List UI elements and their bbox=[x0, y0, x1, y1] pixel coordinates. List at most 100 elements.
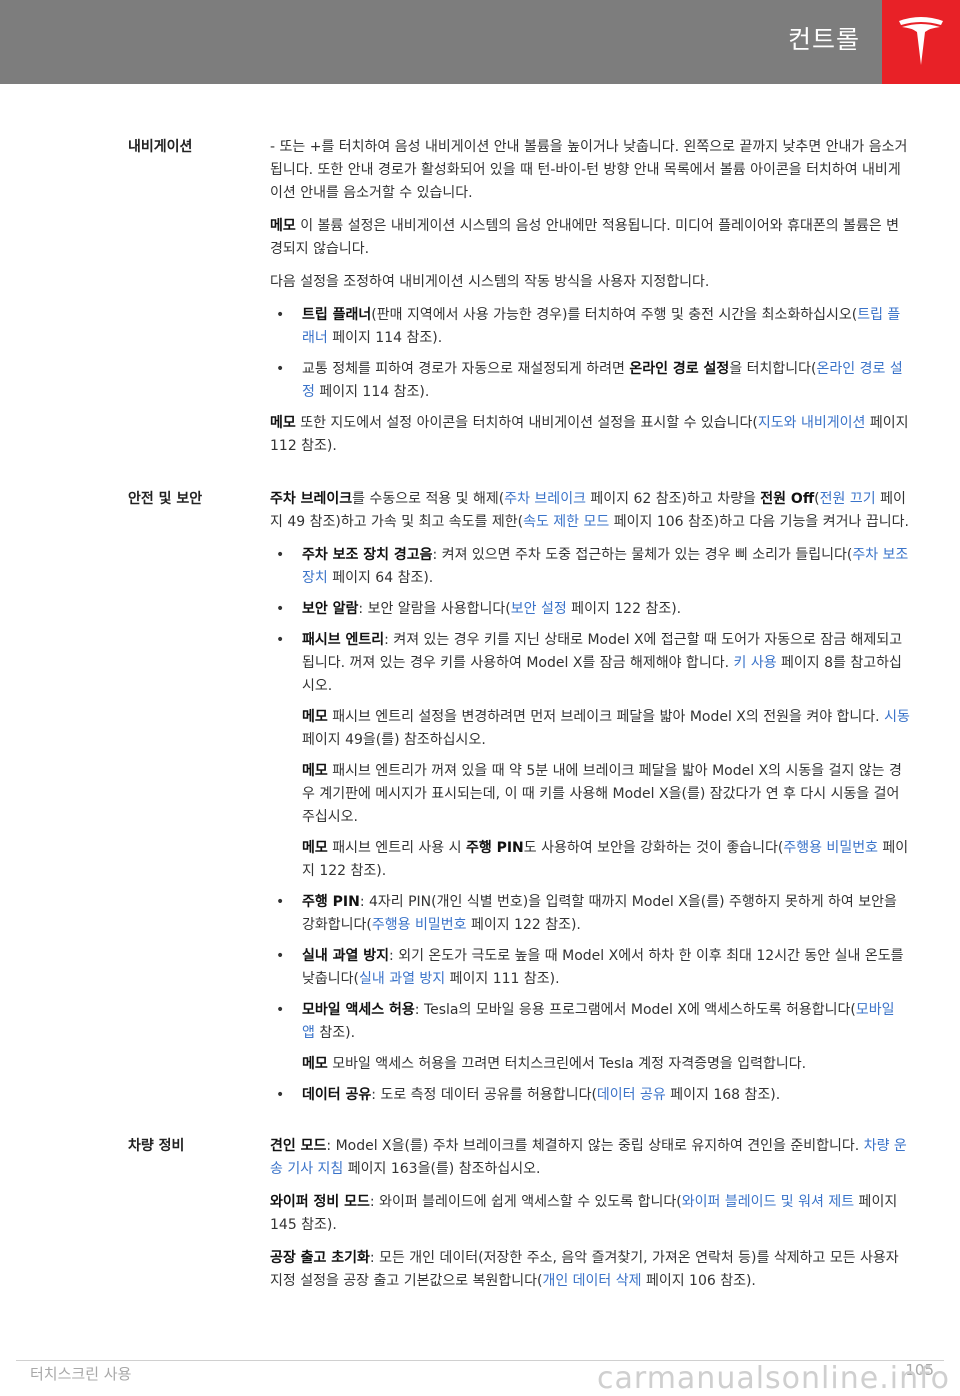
term: 견인 모드 bbox=[270, 1138, 327, 1154]
item-text: 참조). bbox=[314, 1025, 356, 1041]
link-transport-instructions[interactable]: 차량 운송 기사 지침 bbox=[270, 1138, 907, 1177]
list-item: 모바일 액세스 허용: Tesla의 모바일 응용 프로그램에서 Model X… bbox=[270, 999, 910, 1076]
item-text: 페이지 114 참조). bbox=[327, 330, 443, 346]
text: : Model X을(를) 주차 브레이크를 체결하지 않는 중립 상태로 유지… bbox=[326, 1138, 864, 1154]
chapter-title: 컨트롤 bbox=[787, 25, 860, 54]
text: 를 수동으로 적용 및 해제( bbox=[352, 491, 505, 507]
paragraph: 와이퍼 정비 모드: 와이퍼 블레이드에 쉽게 액세스할 수 있도록 합니다(와… bbox=[270, 1191, 910, 1237]
memo-text: 페이지 122 참조). bbox=[302, 840, 909, 879]
footer-section-name: 터치스크린 사용 bbox=[30, 1365, 132, 1383]
term: 공장 출고 초기화 bbox=[270, 1250, 370, 1266]
list-item: 주행 PIN: 4자리 PIN(개인 식별 번호)을 입력할 때까지 Model… bbox=[270, 891, 910, 937]
memo-text: 패시브 엔트리가 꺼져 있을 때 약 5분 내에 브레이크 페달을 밟아 Mod… bbox=[302, 763, 902, 825]
link-wiper-blades[interactable]: 와이퍼 블레이드 및 워셔 제트 bbox=[681, 1194, 855, 1210]
list-item: 패시브 엔트리: 켜져 있는 경우 키를 지닌 상태로 Model X에 접근할… bbox=[270, 629, 910, 883]
text: 페이지 106 참조)하고 다음 기능을 켜거나 끕니다. bbox=[609, 514, 909, 530]
text: 페이지 62 참조)하고 차량을 bbox=[585, 491, 761, 507]
link-starting[interactable]: 시동 bbox=[884, 709, 910, 725]
link-security-settings[interactable]: 보안 설정 bbox=[510, 601, 567, 617]
text: 페이지 49 참조)하고 가속 및 최고 속도를 제한( bbox=[270, 491, 906, 530]
tesla-logo-icon bbox=[899, 17, 943, 65]
memo-text: 도 사용하여 보안을 강화하는 것이 좋습니다( bbox=[523, 840, 784, 856]
section-body: - 또는 +를 터치하여 음성 내비게이션 안내 볼륨을 높이거나 낮춥니다. … bbox=[270, 136, 910, 468]
term: 주차 브레이크 bbox=[270, 491, 353, 507]
item-text: 페이지 114 참조). bbox=[314, 384, 430, 400]
memo-paragraph: 메모 패시브 엔트리 사용 시 주행 PIN도 사용하여 보안을 강화하는 것이… bbox=[302, 837, 910, 883]
item-heading: 실내 과열 방지 bbox=[302, 948, 390, 964]
text: : 와이퍼 블레이드에 쉽게 액세스할 수 있도록 합니다( bbox=[369, 1194, 682, 1210]
link-data-sharing[interactable]: 데이터 공유 bbox=[596, 1087, 666, 1103]
link-cabin-overheat[interactable]: 실내 과열 방지 bbox=[358, 971, 446, 987]
list-item: 데이터 공유: 도로 측정 데이터 공유를 허용합니다(데이터 공유 페이지 1… bbox=[270, 1084, 910, 1107]
link-speed-limit-mode[interactable]: 속도 제한 모드 bbox=[523, 514, 610, 530]
item-text: : 켜져 있는 경우 키를 지닌 상태로 Model X에 접근할 때 도어가 … bbox=[302, 632, 903, 671]
link-power-off[interactable]: 전원 끄기 bbox=[819, 491, 876, 507]
bullet-list: 주차 보조 장치 경고음: 켜져 있으면 주차 도중 접근하는 물체가 있는 경… bbox=[270, 544, 910, 1107]
memo-label: 메모 bbox=[302, 1056, 328, 1072]
item-text: : Tesla의 모바일 응용 프로그램에서 Model X에 액세스하도록 허… bbox=[414, 1002, 856, 1018]
link-maps-navigation[interactable]: 지도와 내비게이션 bbox=[757, 415, 866, 431]
item-text: : 켜져 있으면 주차 도중 접근하는 물체가 있는 경우 삐 소리가 들립니다… bbox=[432, 547, 853, 563]
link-using-keys[interactable]: 키 사용 bbox=[733, 655, 777, 671]
list-item: 실내 과열 방지: 외기 온도가 극도로 높을 때 Model X에서 하차 한… bbox=[270, 945, 910, 991]
term: 와이퍼 정비 모드 bbox=[270, 1194, 370, 1210]
item-heading: 보안 알람 bbox=[302, 601, 359, 617]
page-header: 컨트롤 bbox=[0, 0, 960, 84]
paragraph: 주차 브레이크를 수동으로 적용 및 해제(주차 브레이크 페이지 62 참조)… bbox=[270, 488, 910, 534]
memo-label: 메모 bbox=[270, 415, 296, 431]
list-item: 트립 플래너(판매 지역에서 사용 가능한 경우)를 터치하여 주행 및 충전 … bbox=[270, 304, 910, 350]
memo-label: 메모 bbox=[302, 763, 328, 779]
item-heading: 주행 PIN bbox=[302, 894, 360, 910]
item-text: 페이지 111 참조). bbox=[445, 971, 560, 987]
link-parking-brake[interactable]: 주차 브레이크 bbox=[504, 491, 586, 507]
memo-text: 페이지 112 참조). bbox=[270, 415, 909, 454]
link-trip-planner[interactable]: 트립 플래너 bbox=[302, 307, 901, 346]
text: 페이지 106 참조). bbox=[641, 1273, 756, 1289]
item-text: 교통 정체를 피하여 경로가 자동으로 재설정되게 하려면 bbox=[302, 361, 630, 377]
section-title: 안전 및 보안 bbox=[128, 491, 203, 507]
item-heading: 패시브 엔트리 bbox=[302, 632, 385, 648]
item-text: 페이지 8를 참고하십시오. bbox=[302, 655, 902, 694]
item-heading: 데이터 공유 bbox=[302, 1087, 372, 1103]
link-pin-to-drive[interactable]: 주행용 비밀번호 bbox=[371, 917, 467, 933]
link-mobile-app[interactable]: 모바일 앱 bbox=[302, 1002, 895, 1041]
item-heading: 트립 플래너 bbox=[302, 307, 372, 323]
memo-text: 이 볼륨 설정은 내비게이션 시스템의 음성 안내에만 적용됩니다. 미디어 플… bbox=[270, 218, 900, 257]
item-heading: 모바일 액세스 허용 bbox=[302, 1002, 415, 1018]
memo-label: 메모 bbox=[302, 709, 328, 725]
memo-label: 메모 bbox=[302, 840, 328, 856]
main-content: 내비게이션 - 또는 +를 터치하여 음성 내비게이션 안내 볼륨을 높이거나 … bbox=[128, 136, 910, 1323]
item-text: : 도로 측정 데이터 공유를 허용합니다( bbox=[371, 1087, 597, 1103]
item-text: (판매 지역에서 사용 가능한 경우)를 터치하여 주행 및 충전 시간을 최소… bbox=[371, 307, 858, 323]
bullet-list: 트립 플래너(판매 지역에서 사용 가능한 경우)를 터치하여 주행 및 충전 … bbox=[270, 304, 910, 404]
item-heading: 온라인 경로 설정 bbox=[629, 361, 730, 377]
memo-text: 패시브 엔트리 사용 시 bbox=[332, 840, 466, 856]
section-body: 견인 모드: Model X을(를) 주차 브레이크를 체결하지 않는 중립 상… bbox=[270, 1135, 910, 1303]
memo-text: 모바일 액세스 허용을 끄려면 터치스크린에서 Tesla 계정 자격증명을 입… bbox=[332, 1056, 807, 1072]
term: 주행 PIN bbox=[465, 840, 524, 856]
memo-text: 또한 지도에서 설정 아이콘을 터치하여 내비게이션 설정을 표시할 수 있습니… bbox=[300, 415, 758, 431]
item-text: 페이지 122 참조). bbox=[566, 601, 682, 617]
memo-paragraph: 메모 패시브 엔트리가 꺼져 있을 때 약 5분 내에 브레이크 페달을 밟아 … bbox=[302, 760, 910, 829]
paragraph: 다음 설정을 조정하여 내비게이션 시스템의 작동 방식을 사용자 지정합니다. bbox=[270, 274, 710, 290]
memo-paragraph: 메모 패시브 엔트리 설정을 변경하려면 먼저 브레이크 페달을 밟아 Mode… bbox=[302, 706, 910, 752]
paragraph: 공장 출고 초기화: 모든 개인 데이터(저장한 주소, 음악 즐겨찾기, 가져… bbox=[270, 1247, 910, 1293]
link-online-routing[interactable]: 온라인 경로 설정 bbox=[302, 361, 903, 400]
list-item: 보안 알람: 보안 알람을 사용합니다(보안 설정 페이지 122 참조). bbox=[270, 598, 910, 621]
section-title: 차량 정비 bbox=[128, 1138, 185, 1154]
footer-divider bbox=[16, 1360, 944, 1361]
memo-paragraph: 메모 모바일 액세스 허용을 끄려면 터치스크린에서 Tesla 계정 자격증명… bbox=[302, 1053, 910, 1076]
memo-paragraph: 메모 또한 지도에서 설정 아이콘을 터치하여 내비게이션 설정을 표시할 수 … bbox=[270, 412, 910, 458]
item-text: 페이지 168 참조). bbox=[665, 1087, 781, 1103]
watermark: carmanualsonline.info bbox=[597, 1361, 950, 1396]
link-erase-personal-data[interactable]: 개인 데이터 삭제 bbox=[542, 1273, 642, 1289]
link-park-assist[interactable]: 주차 보조 장치 bbox=[302, 547, 909, 586]
list-item: 교통 정체를 피하여 경로가 자동으로 재설정되게 하려면 온라인 경로 설정을… bbox=[270, 358, 910, 404]
section-safety-security: 안전 및 보안 주차 브레이크를 수동으로 적용 및 해제(주차 브레이크 페이… bbox=[128, 488, 910, 1115]
section-title: 내비게이션 bbox=[128, 139, 193, 155]
link-pin-to-drive[interactable]: 주행용 비밀번호 bbox=[783, 840, 878, 856]
memo-paragraph: 메모 이 볼륨 설정은 내비게이션 시스템의 음성 안내에만 적용됩니다. 미디… bbox=[270, 215, 910, 261]
memo-label: 메모 bbox=[270, 218, 296, 234]
text: ( bbox=[814, 491, 820, 507]
brand-logo-box bbox=[882, 0, 960, 84]
